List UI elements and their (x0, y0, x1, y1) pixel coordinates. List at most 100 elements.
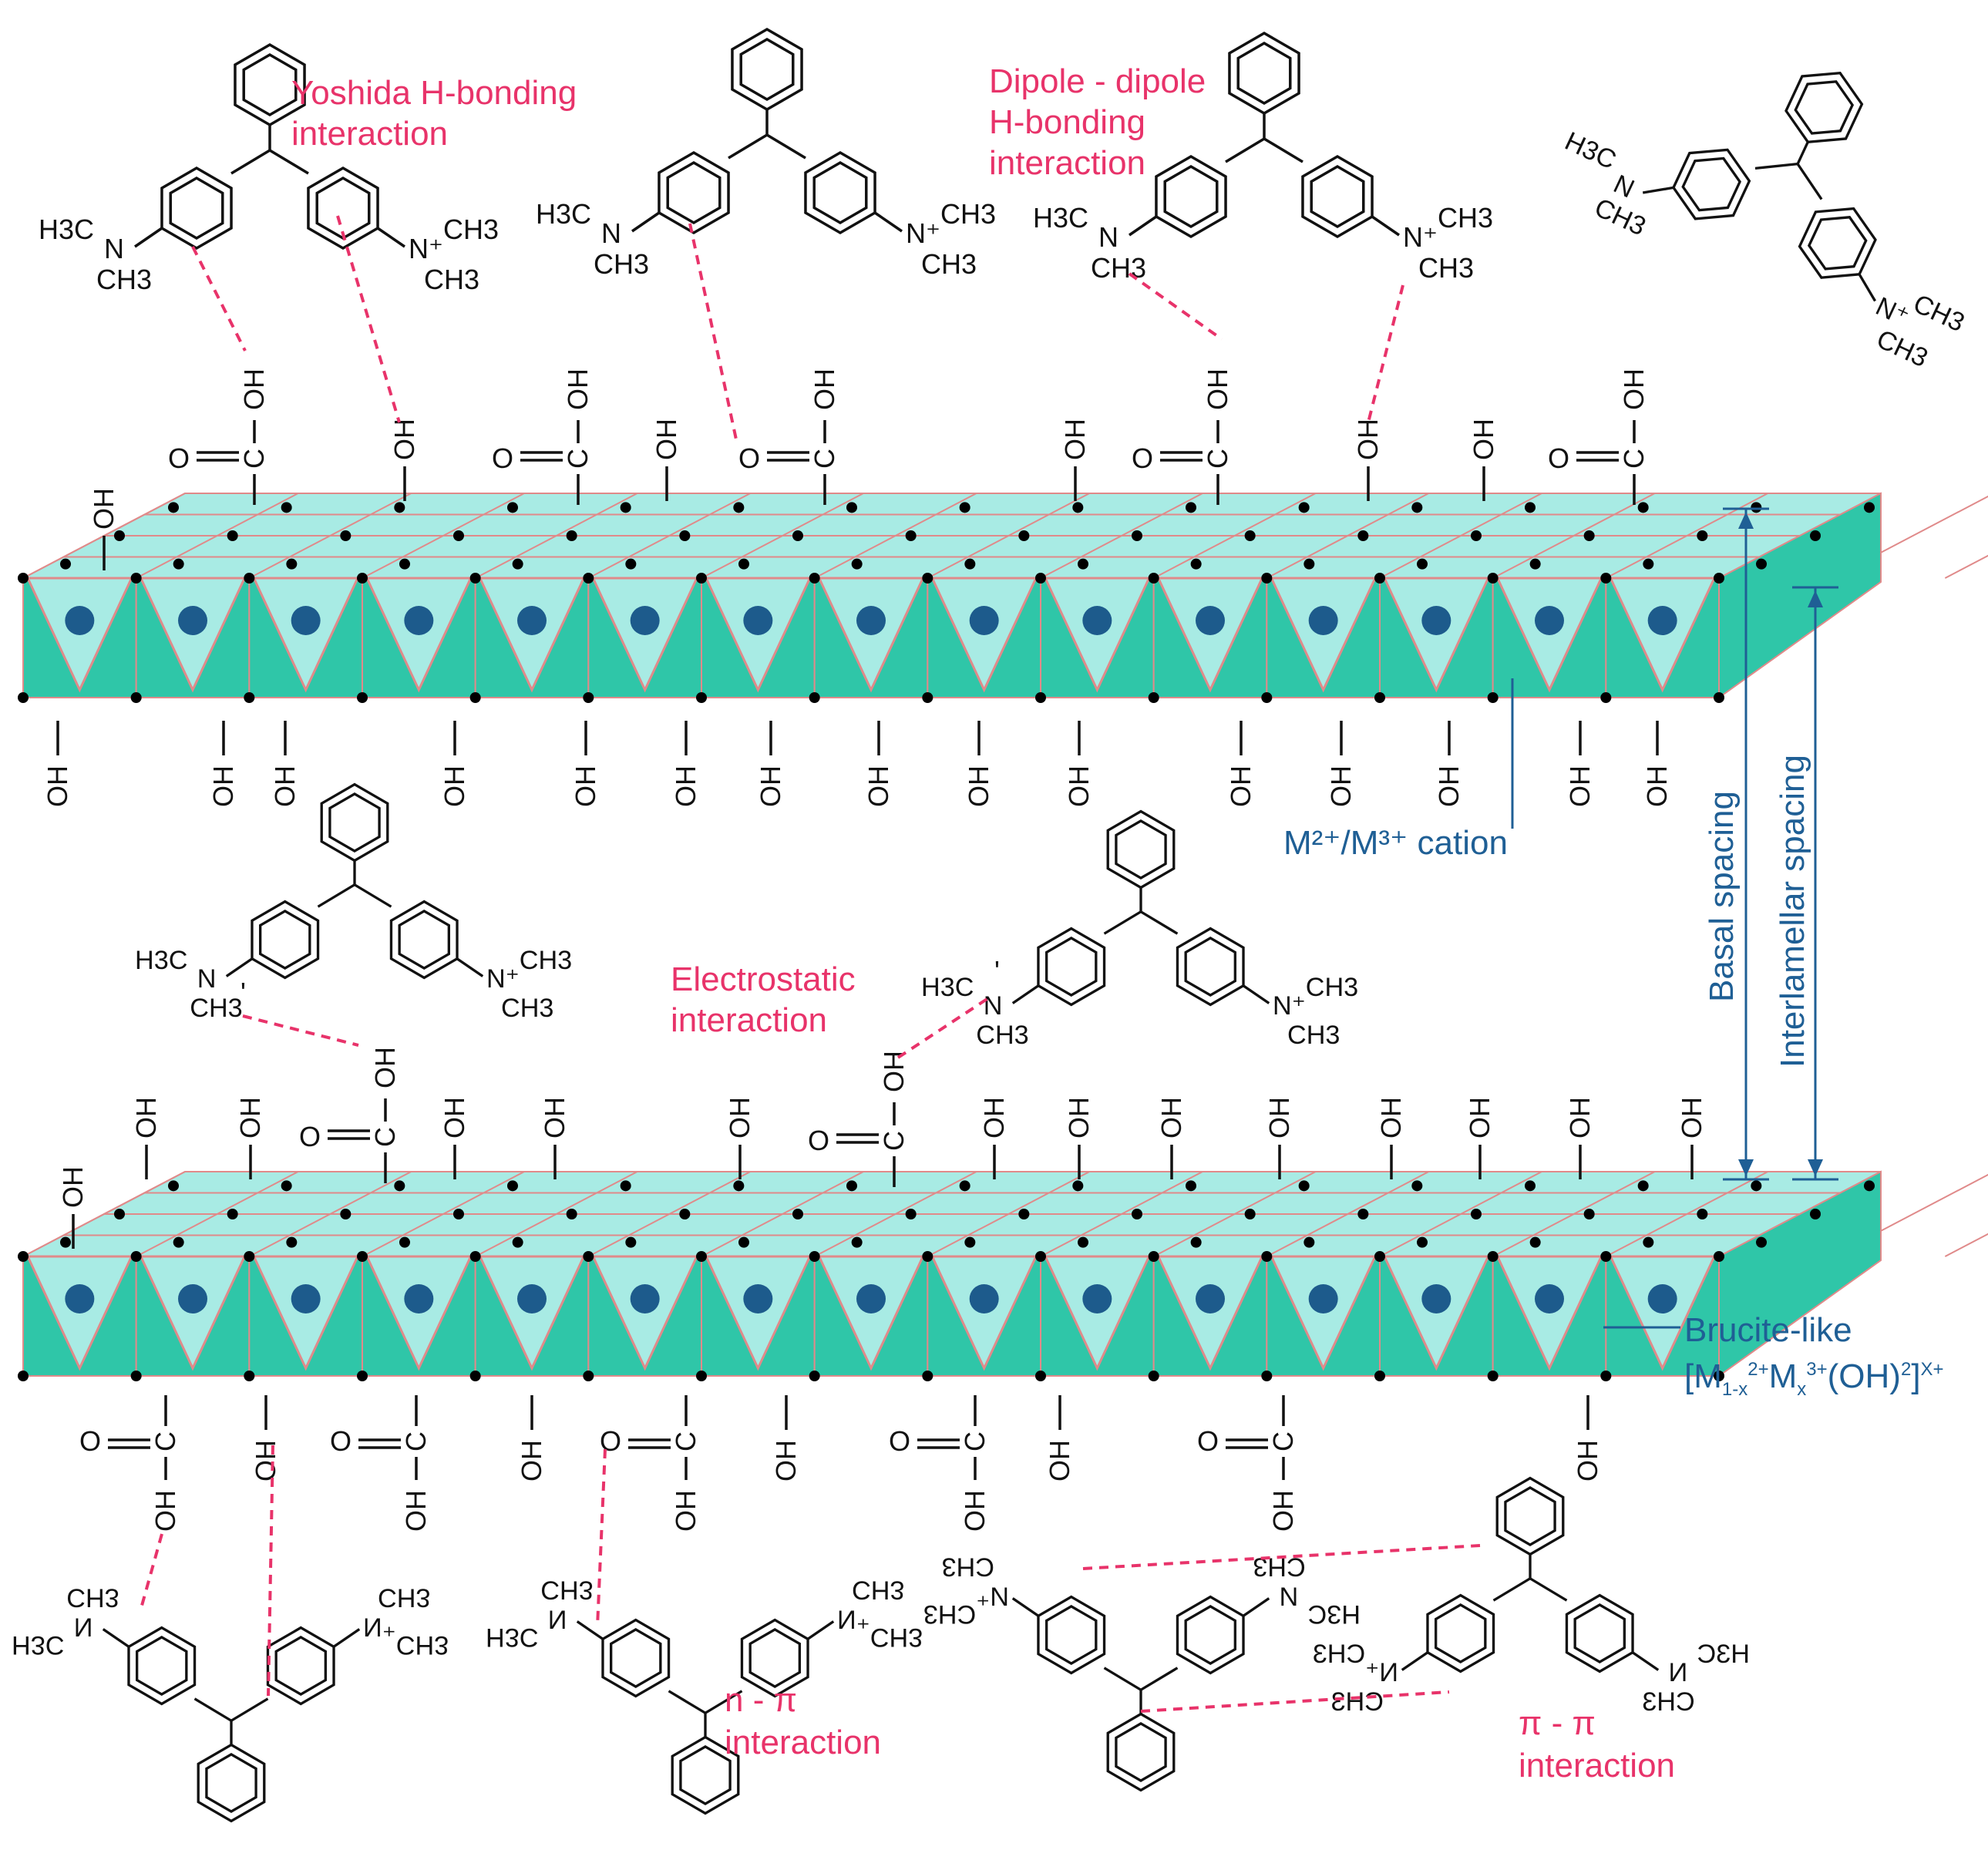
lower-carboxyl-bottom-0-carbon: C (150, 1431, 181, 1451)
dye-electrostatic-right-methyl-left-2: CH3 (976, 1021, 1028, 1050)
lower-oxygen-node (696, 1371, 707, 1381)
dye-yoshida-phenyl-ring-inner (242, 52, 298, 117)
upper-bottom-hydroxyl-10: OH (1225, 765, 1256, 807)
upper-carboxyl-1-oxygen: O (492, 442, 513, 474)
dye-electrostatic-right-aniline-ring (1037, 927, 1106, 1007)
dye-npi-top-aniline-ring (658, 150, 730, 235)
lower-carboxyl-1-hydroxyl: OH (878, 1051, 910, 1092)
dye-npi-bottom-quinoid-ring-inner (748, 1628, 801, 1688)
lower-cation (178, 1284, 207, 1314)
upper-surface-node (1471, 530, 1482, 541)
yoshida-label-line2: interaction (291, 115, 448, 153)
lower-surface-node (1357, 1209, 1369, 1219)
dye-pipi-left-quinoid-ring (1037, 1595, 1106, 1675)
yoshida-dash-1 (191, 246, 247, 352)
lower-carboxyl-bottom-3-carbon: C (959, 1431, 991, 1451)
lower-top-hydroxyl-8: OH (1263, 1097, 1295, 1139)
upper-surface-node (173, 558, 184, 570)
upper-bottom-hydroxyl-7: OH (863, 765, 894, 807)
dye-pipi-left-bond (1243, 1597, 1270, 1617)
upper-surface-node (512, 558, 523, 570)
upper-surface-node (227, 530, 238, 541)
upper-surface-node (507, 502, 518, 513)
dye-dipole-quinoid-ring-inner (1310, 164, 1365, 229)
lower-surface-node (1417, 1236, 1428, 1248)
upper-carboxyl-4-carbon: C (1618, 449, 1650, 469)
lower-surface-node (227, 1209, 238, 1219)
dye-electrostatic-right-phenyl-ring-inner (1115, 819, 1167, 880)
lower-surface-node (340, 1209, 352, 1219)
upper-surface-node (964, 558, 976, 570)
lower-oxygen-node (244, 1371, 255, 1381)
dye-npi-top-methyl-right-2: CH3 (921, 248, 977, 280)
dye-npi-top-iminium-n: N⁺ (906, 217, 940, 249)
dipole-label-line1: Dipole - dipole (989, 62, 1206, 100)
upper-oxygen-node (922, 692, 933, 703)
dye-electrostatic-left-quinoid-ring (389, 900, 459, 980)
lower-surface-node (1190, 1236, 1202, 1248)
upper-surface-node (1186, 502, 1196, 513)
dye-electrostatic-right-amine-n: N (984, 991, 1003, 1021)
upper-oxygen-node (583, 573, 594, 584)
lower-bottom-hydroxyl-3: OH (1044, 1440, 1075, 1482)
dye-npi-top-bond (631, 211, 660, 233)
dye-npi-top-phenyl-ring (731, 27, 803, 112)
dye-yoshida-aniline-ring-inner (169, 176, 224, 240)
lower-bottom-hydroxyl-2: OH (770, 1440, 802, 1482)
dye-dipole-methyl-right: CH3 (1438, 202, 1493, 234)
upper-cation (291, 606, 321, 635)
dye-electrostatic-right-bond (1243, 984, 1270, 1004)
dye-electrostatic-right-phenyl-ring (1106, 809, 1176, 890)
upper-surface-node (1411, 502, 1423, 513)
lower-surface-node (1583, 1209, 1595, 1219)
upper-surface-node (1756, 558, 1767, 570)
pipi-dash-1 (1082, 1544, 1481, 1570)
upper-cation (178, 606, 207, 635)
upper-oxygen-node (1487, 573, 1499, 584)
lower-carboxyl-0-carbon: C (369, 1127, 401, 1147)
lower-surface-node (792, 1209, 803, 1219)
dye-free-right-quinoid-ring-inner (1807, 216, 1868, 271)
lower-surface-node (399, 1236, 410, 1248)
upper-surface-node (1643, 558, 1654, 570)
lower-surface-node (60, 1236, 71, 1248)
lower-oxygen-node (18, 1251, 29, 1262)
upper-surface-node (959, 502, 970, 513)
upper-surface-node (1357, 530, 1369, 541)
dye-yoshida-methyl-left-2: CH3 (96, 264, 152, 295)
upper-bottom-hydroxyl-11: OH (1325, 765, 1357, 807)
dye-yoshida-iminium-n: N⁺ (409, 233, 443, 264)
lower-surface-node (453, 1209, 464, 1219)
upper-bottom-hydroxyl-6: OH (755, 765, 786, 807)
dye-dipole-bond (1263, 137, 1303, 163)
upper-cation (65, 606, 95, 635)
dye-hbond-bottom-aniline-ring (127, 1626, 197, 1706)
lower-carboxyl-bottom-2-oxygen: O (600, 1425, 621, 1457)
electrostatic-dash-2 (896, 997, 990, 1059)
lower-top-hydroxyl-0: OH (130, 1097, 162, 1139)
dye-npi-top-phenyl-ring-inner (739, 37, 795, 102)
dye-electrostatic-left-aniline-ring (251, 900, 320, 980)
dye-electrostatic-left-methyl-left: H3C (135, 946, 187, 975)
upper-carboxyl-3-oxygen: O (1132, 442, 1153, 474)
dipole-dash-2 (1367, 284, 1404, 423)
lower-top-hydroxyl-9: OH (1375, 1097, 1407, 1139)
lower-surface-node (168, 1180, 179, 1192)
lower-surface-node (1637, 1180, 1649, 1192)
upper-top-hydroxyl-0: OH (389, 419, 420, 460)
dye-yoshida-amine-n: N (104, 233, 124, 264)
upper-bottom-hydroxyl-4: OH (570, 765, 601, 807)
dye-npi-top-bond (766, 133, 806, 160)
brucite-label: Brucite-like (1684, 1311, 1852, 1349)
upper-surface-node (453, 530, 464, 541)
upper-surface-node (168, 502, 179, 513)
dye-pipi-right-bond (1632, 1651, 1660, 1671)
upper-surface-node (1525, 502, 1536, 513)
lower-oxygen-node (1148, 1251, 1159, 1262)
dye-yoshida-quinoid-ring (307, 166, 379, 251)
dye-electrostatic-right-bond (1103, 910, 1142, 935)
dye-dipole-bond (1225, 137, 1265, 163)
